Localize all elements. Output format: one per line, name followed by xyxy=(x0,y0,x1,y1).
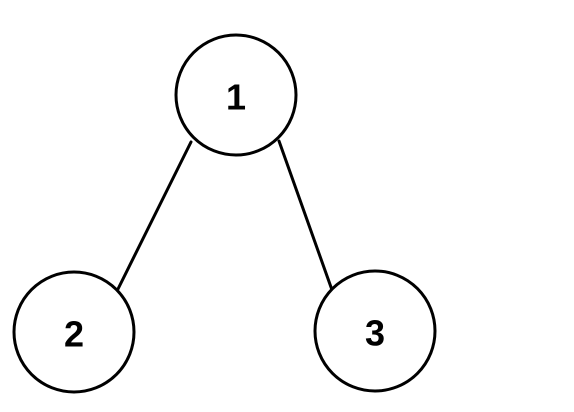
edge-root-right xyxy=(277,139,334,292)
node-circle-right xyxy=(313,269,437,393)
node-label-left: 2 xyxy=(64,314,84,355)
node-label-root: 1 xyxy=(226,77,246,118)
tree-node-right: 3 xyxy=(313,269,437,393)
node-label-right: 3 xyxy=(365,313,385,354)
edge-root-left xyxy=(115,140,193,293)
node-circle-left xyxy=(12,270,136,394)
node-circle-root xyxy=(174,33,298,157)
tree-node-root: 1 xyxy=(174,33,298,157)
tree-node-left: 2 xyxy=(12,270,136,394)
